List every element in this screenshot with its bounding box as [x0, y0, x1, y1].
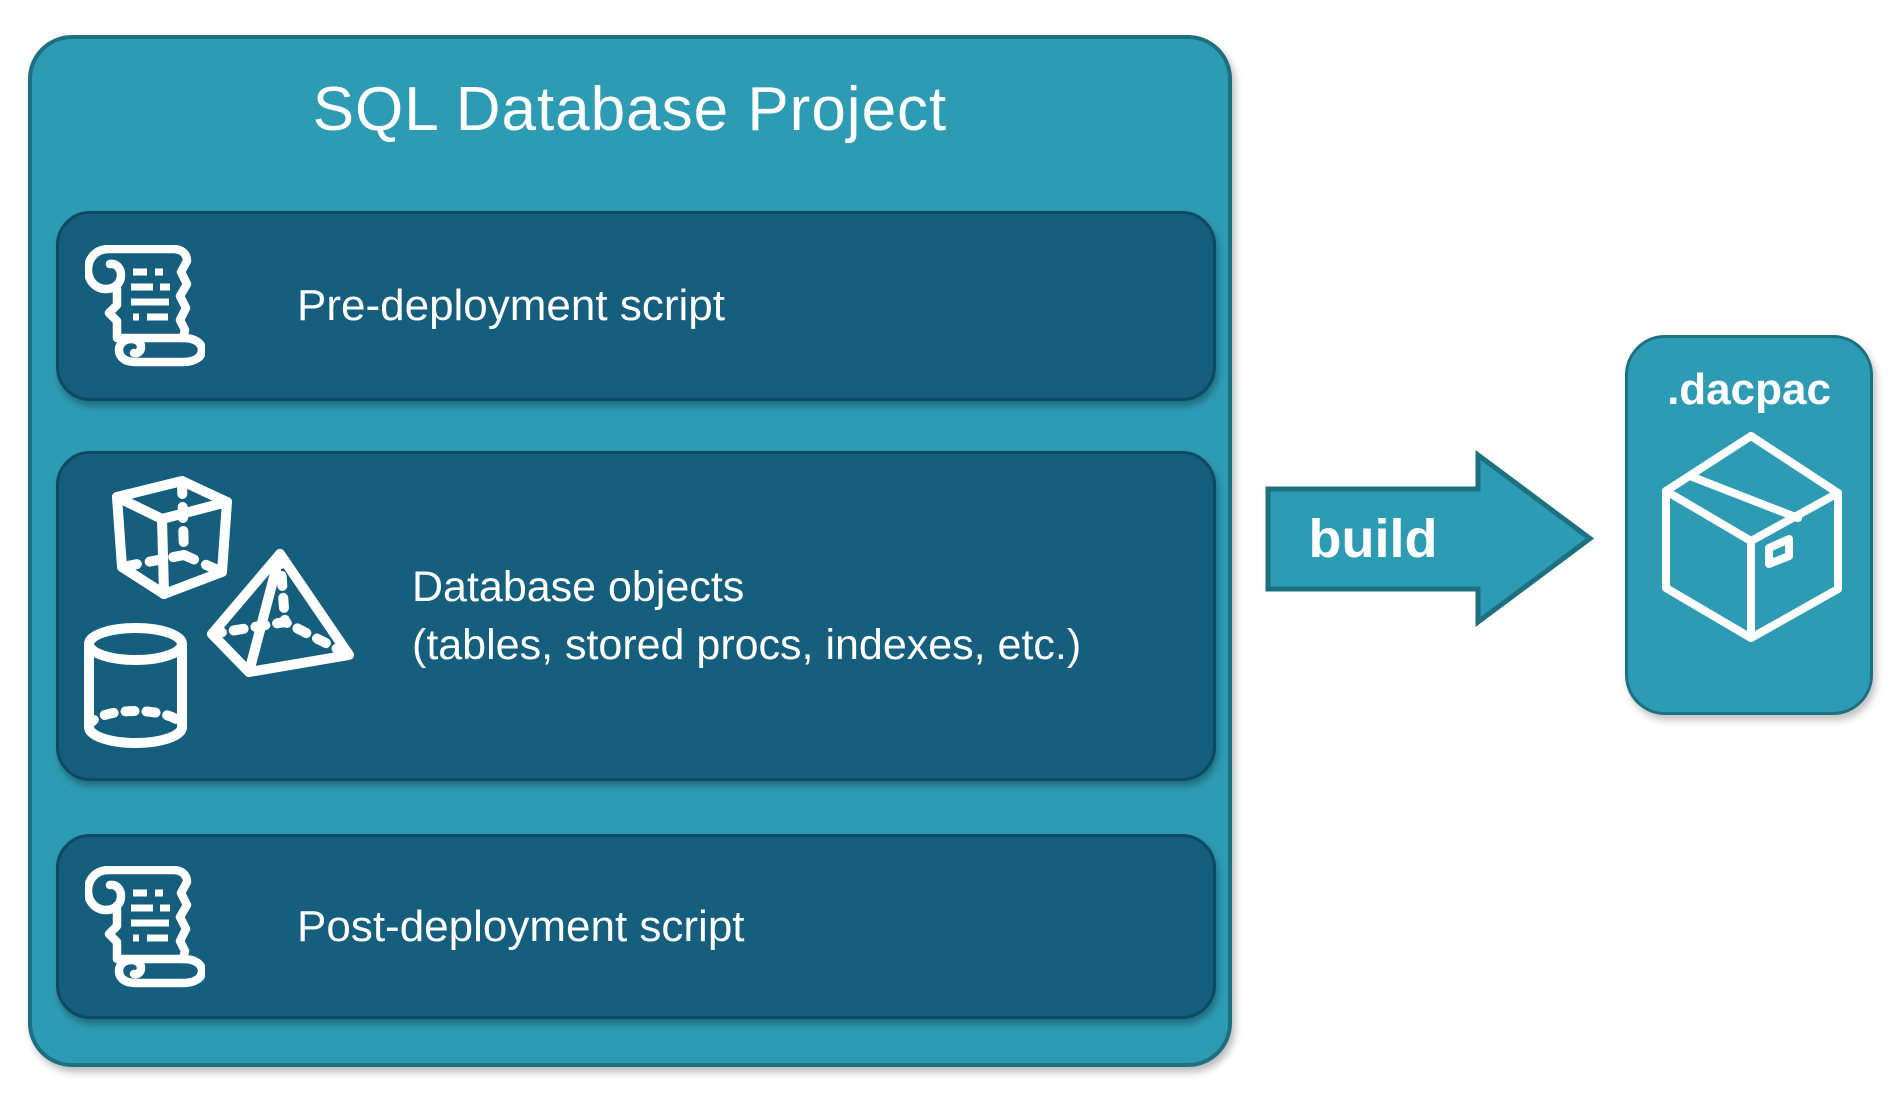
post-deployment-box: Post-deployment script [56, 834, 1216, 1019]
scroll-icon [85, 245, 205, 367]
build-arrow-shape [1265, 450, 1595, 627]
pre-deployment-label: Pre-deployment script [297, 281, 725, 330]
dacpac-box: .dacpac [1625, 335, 1873, 715]
database-objects-box: Database objects (tables, stored procs, … [56, 451, 1216, 781]
sql-project-container: SQL Database Project Pre-deployment scri… [28, 35, 1232, 1067]
package-icon [1662, 432, 1842, 642]
pyramid-icon [207, 549, 354, 677]
scroll-icon [85, 865, 205, 987]
build-label: build [1308, 509, 1438, 569]
post-deployment-label: Post-deployment script [297, 901, 745, 951]
cylinder-icon [84, 623, 187, 748]
project-title: SQL Database Project [312, 75, 948, 144]
database-objects-line1: Database objects [412, 563, 745, 611]
database-objects-line2: (tables, stored procs, indexes, etc.) [412, 621, 1082, 669]
pre-deployment-box: Pre-deployment script [56, 211, 1216, 401]
dacpac-label: .dacpac [1667, 365, 1831, 414]
cube-icon [112, 476, 232, 599]
database-objects-label: Database objects (tables, stored procs, … [412, 558, 1081, 674]
database-objects-icons [84, 476, 354, 748]
